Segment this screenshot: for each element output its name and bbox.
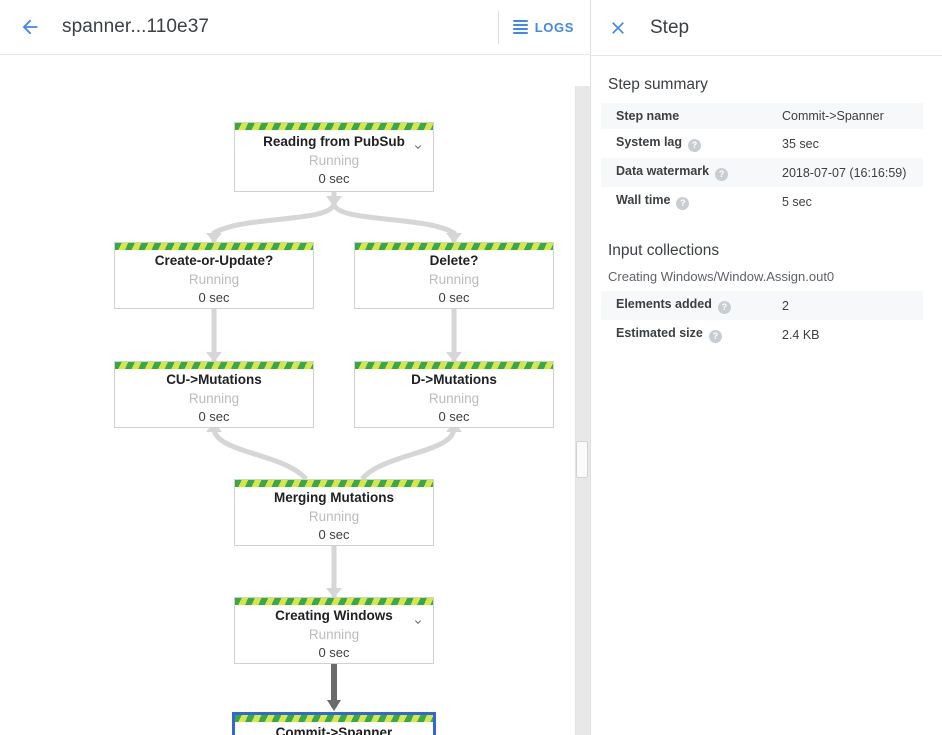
node-status-stripe (235, 715, 433, 722)
step-panel-header: Step (591, 0, 942, 56)
step-panel-title: Step (650, 16, 690, 38)
chevron-down-icon[interactable] (412, 141, 424, 153)
node-status-stripe (235, 480, 433, 487)
node-time: 0 sec (318, 171, 350, 186)
step-summary-heading: Step summary (608, 76, 708, 93)
node-status: Running (428, 390, 480, 406)
node-status: Running (308, 508, 360, 524)
help-icon[interactable]: ? (708, 330, 722, 343)
close-icon (612, 21, 624, 34)
row-label: Estimated size? (601, 320, 778, 349)
section-spacer (591, 216, 942, 242)
row-value: 2018-07-07 (16:16:59) (782, 165, 907, 180)
node-status: Running (308, 153, 360, 168)
step-summary-table: Step name Commit->Spanner System lag? 35… (601, 103, 923, 216)
node-status: Running (308, 626, 360, 642)
logs-button[interactable]: LOGS (499, 9, 590, 45)
row-value: 35 sec (782, 136, 819, 151)
chevron-down-icon[interactable] (412, 616, 424, 628)
help-icon[interactable]: ? (715, 168, 729, 181)
job-graph-pane: spanner...110e37 LOGS (0, 0, 590, 735)
page-title: spanner...110e37 (62, 16, 210, 37)
table-row: Wall time? 5 sec (601, 187, 923, 216)
graph-node-create-or-update[interactable]: Create-or-Update? Running 0 sec (114, 242, 314, 309)
node-title: Merging Mutations (274, 489, 394, 505)
row-value: 2.4 KB (782, 327, 820, 342)
input-collections-heading: Input collections (608, 242, 720, 259)
table-row: Step name Commit->Spanner (601, 103, 923, 129)
row-label: Wall time? (601, 187, 778, 216)
list-icon (512, 20, 528, 34)
help-icon[interactable]: ? (717, 301, 731, 314)
node-status-stripe (355, 362, 553, 369)
step-panel-body: Step summary Step name Commit->Spanner S… (591, 56, 942, 349)
close-button[interactable] (598, 8, 638, 48)
graph-canvas: Reading from PubSub Running 0 sec Create… (0, 55, 580, 735)
graph-node-commit-spanner[interactable]: Commit->Spanner Part running 5 sec (232, 712, 436, 735)
node-title: Create-or-Update? (154, 252, 274, 268)
node-status: Running (428, 271, 480, 287)
node-title: CU->Mutations (166, 371, 262, 387)
node-status-stripe (235, 123, 433, 130)
row-label: System lag? (601, 129, 778, 158)
node-status: Running (188, 271, 240, 287)
graph-vertical-scrollbar-track[interactable] (575, 86, 590, 735)
node-title: Reading from PubSub (263, 134, 405, 149)
row-label-text: Step name (616, 109, 680, 123)
node-title: Delete? (429, 252, 479, 268)
table-row: Elements added? 2 (601, 291, 923, 320)
node-time: 0 sec (318, 644, 350, 660)
graph-node-merging-mutations[interactable]: Merging Mutations Running 0 sec (234, 479, 434, 546)
help-icon[interactable]: ? (688, 139, 702, 152)
graph-vertical-scrollbar-thumb[interactable] (576, 441, 588, 478)
table-row: Data watermark? 2018-07-07 (16:16:59) (601, 158, 923, 187)
row-label-text: System lag (616, 135, 683, 149)
row-label: Elements added? (601, 291, 778, 320)
row-label-text: Data watermark (616, 164, 710, 178)
graph-node-cu-mutations[interactable]: CU->Mutations Running 0 sec (114, 361, 314, 428)
node-status-stripe (115, 243, 313, 250)
graph-node-delete[interactable]: Delete? Running 0 sec (354, 242, 554, 309)
row-value: 2 (782, 298, 789, 313)
node-title: Commit->Spanner (275, 725, 393, 735)
row-label-text: Elements added (616, 297, 712, 311)
row-label-text: Wall time (616, 193, 671, 207)
graph-node-d-mutations[interactable]: D->Mutations Running 0 sec (354, 361, 554, 428)
graph-canvas-viewport[interactable]: Reading from PubSub Running 0 sec Create… (0, 55, 590, 735)
row-value: Commit->Spanner (782, 109, 884, 123)
node-time: 0 sec (198, 408, 230, 424)
arrow-left-icon (22, 19, 38, 35)
logs-button-label: LOGS (534, 19, 574, 35)
node-time: 0 sec (438, 408, 470, 424)
table-row: Estimated size? 2.4 KB (601, 320, 923, 349)
row-label-text: Estimated size (616, 326, 703, 340)
row-value: 5 sec (782, 194, 812, 209)
node-time: 0 sec (438, 289, 470, 305)
graph-node-creating-windows[interactable]: Creating Windows Running 0 sec (234, 597, 434, 664)
input-collection-name: Creating Windows/Window.Assign.out0 (608, 269, 835, 284)
toolbar-divider (497, 10, 499, 44)
input-collections-table: Elements added? 2 Estimated size? 2.4 KB (601, 291, 923, 349)
node-time: 0 sec (198, 289, 230, 305)
node-status-stripe (355, 243, 553, 250)
node-title: D->Mutations (411, 371, 497, 387)
top-app-bar: spanner...110e37 LOGS (0, 0, 590, 55)
node-time: 0 sec (318, 526, 350, 542)
step-details-pane: Step Step summary Step name Commit->Span… (590, 0, 942, 735)
row-label: Data watermark? (601, 158, 778, 187)
back-button[interactable] (6, 3, 54, 51)
node-status-stripe (115, 362, 313, 369)
node-status-stripe (235, 598, 433, 605)
table-row: System lag? 35 sec (601, 129, 923, 158)
node-title: Creating Windows (275, 607, 393, 623)
graph-node-reading-from-pubsub[interactable]: Reading from PubSub Running 0 sec (234, 122, 434, 192)
node-status: Running (188, 390, 240, 406)
help-icon[interactable]: ? (676, 197, 690, 210)
row-label: Step name (601, 103, 778, 129)
